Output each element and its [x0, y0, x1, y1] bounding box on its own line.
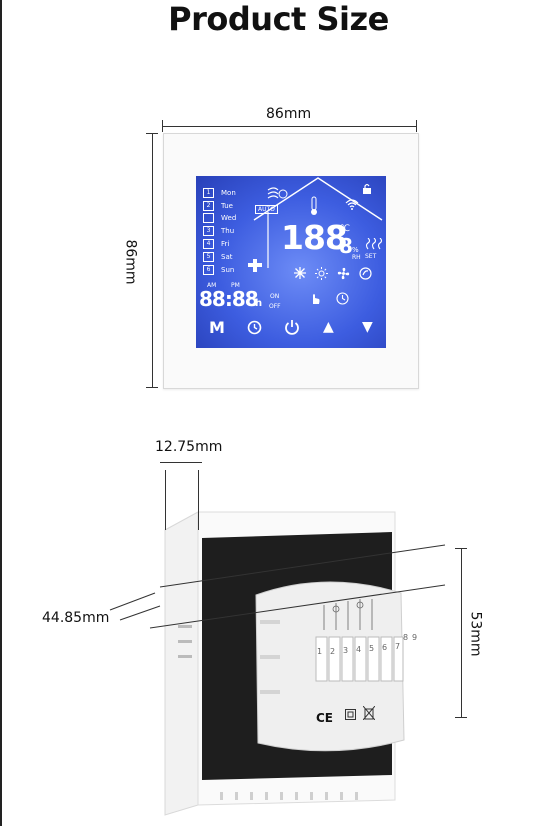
module-height-tick-bottom: [455, 717, 467, 718]
lcd-screen: [196, 176, 386, 348]
am-label: AM: [207, 282, 217, 289]
day-label: Thu: [221, 227, 235, 235]
terminal-number: 5: [369, 644, 375, 653]
temperature-unit: ℃: [340, 224, 351, 234]
snowflake-icon: [294, 267, 306, 279]
weee-bin-icon: [363, 706, 375, 720]
lock-icon: [363, 183, 371, 194]
rh-label: RH: [352, 254, 361, 261]
day-number-box: 2: [203, 201, 214, 211]
depth-front-line: [160, 462, 202, 463]
sun-icon: [315, 267, 328, 280]
clock-hour-suffix: h: [255, 298, 263, 309]
terminal-number: 8: [403, 633, 409, 642]
heating-icon: [365, 238, 383, 250]
temperature-digits: 188: [281, 218, 348, 257]
clock-button-icon[interactable]: [247, 320, 262, 335]
page-title: Product Size: [168, 0, 389, 38]
up-button[interactable]: ▲: [323, 319, 334, 335]
off-label: OFF: [269, 303, 281, 310]
module-height-line: [461, 548, 462, 718]
height-tick-bottom: [146, 387, 158, 388]
eco-icon: [359, 267, 372, 280]
clock-digits: 88:88: [199, 287, 259, 311]
height-tick-top: [146, 133, 158, 134]
depth-total-label: 44.85mm: [42, 610, 110, 626]
pm-label: PM: [231, 282, 240, 289]
fan-speed-icon: [267, 187, 288, 199]
day-number-box: 4: [203, 239, 214, 249]
thermometer-icon: [311, 196, 317, 215]
terminal-number: 1: [317, 647, 323, 656]
day-label: Tue: [221, 202, 233, 210]
house-outline-icon: [253, 177, 383, 268]
terminal-number: 3: [343, 646, 349, 655]
on-label: ON: [270, 293, 280, 300]
power-button-icon[interactable]: [284, 319, 300, 335]
terminal-number: 7: [395, 642, 401, 651]
day-number-box: 1: [203, 188, 214, 198]
timer-clock-icon: [336, 292, 349, 305]
day-number-box: 5: [203, 252, 214, 262]
percent-symbol: %: [352, 246, 359, 254]
double-insulation-icon: [345, 709, 356, 720]
day-label: Mon: [221, 189, 236, 197]
width-tick-left: [162, 120, 163, 132]
terminal-number: 9: [412, 633, 418, 642]
width-label: 86mm: [266, 106, 312, 122]
day-label: Fri: [221, 240, 230, 248]
day-number-box: 3: [203, 226, 214, 236]
wifi-icon: [345, 199, 359, 210]
depth-total-lines: [109, 544, 446, 629]
day-label: Sat: [221, 253, 233, 261]
fan-icon: [337, 267, 350, 280]
width-dimension-line: [163, 126, 417, 127]
set-label: SET: [365, 253, 377, 260]
temperature-decimal: 8: [339, 234, 353, 258]
depth-front-label: 12.75mm: [155, 439, 223, 455]
down-button[interactable]: ▼: [362, 319, 373, 335]
module-height-label: 53mm: [467, 611, 484, 657]
terminal-number: 2: [330, 647, 336, 656]
height-label: 86mm: [122, 239, 139, 285]
day-number-box: [203, 213, 214, 223]
day-number-box: 6: [203, 265, 214, 275]
terminal-number: 6: [382, 643, 388, 652]
mode-button[interactable]: M: [209, 318, 225, 337]
depth-front-tick-right: [198, 470, 199, 530]
module-height-tick-top: [455, 548, 467, 549]
day-label: Sun: [221, 266, 235, 274]
valve-icon: [248, 259, 262, 272]
page-edge-rule: [0, 0, 2, 826]
hand-touch-icon: [313, 294, 320, 304]
terminal-number: 4: [356, 645, 362, 654]
height-dimension-line: [152, 133, 153, 387]
depth-front-tick-left: [165, 470, 166, 530]
day-label: Wed: [221, 214, 237, 222]
auto-badge: AUTO: [255, 205, 278, 214]
ce-mark: CE: [316, 711, 334, 725]
width-tick-right: [416, 120, 417, 132]
